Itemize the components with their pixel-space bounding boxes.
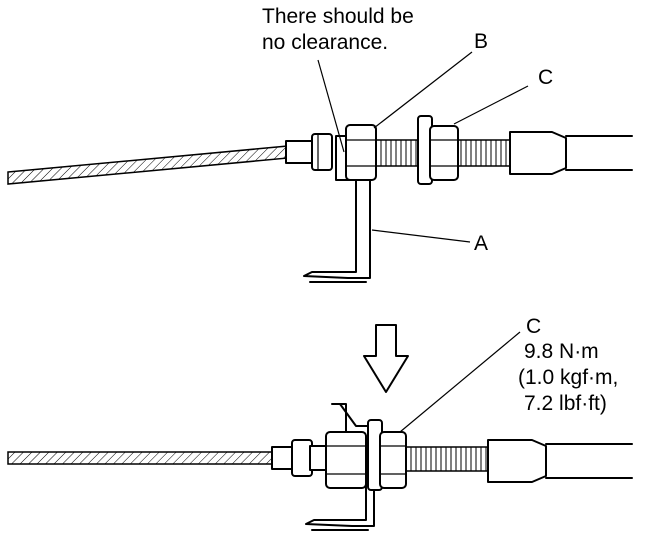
bottom-assembly [7,331,633,531]
leader-a [371,229,471,243]
bottom-cable [7,451,275,465]
torque-spec-line2: (1.0 kgf·m, [518,366,618,389]
bottom-nut-c [367,419,407,491]
leader-c-bottom [399,331,521,433]
top-nut-c [417,115,459,185]
top-cable-end [285,133,333,171]
torque-spec-line3: 7.2 lbf·ft) [524,392,607,415]
leader-b [373,51,473,129]
down-arrow-icon [363,324,409,393]
top-housing [509,131,633,175]
bottom-threaded-rod [405,446,491,472]
top-assembly [7,51,633,283]
clearance-note-line1: There should be [262,5,414,28]
leader-note [317,59,345,153]
top-nut-b [345,124,377,181]
bottom-nut-b [325,431,367,489]
bottom-housing [487,439,633,483]
top-cable [7,145,289,185]
label-a: A [474,232,488,255]
label-c-bottom: C [526,315,541,338]
clearance-note-line2: no clearance. [262,31,388,54]
label-c-top: C [538,66,553,89]
bottom-cable-end [271,439,329,477]
leader-c-top [453,85,529,125]
label-b: B [474,30,488,53]
torque-spec-line1: 9.8 N·m [524,340,599,363]
